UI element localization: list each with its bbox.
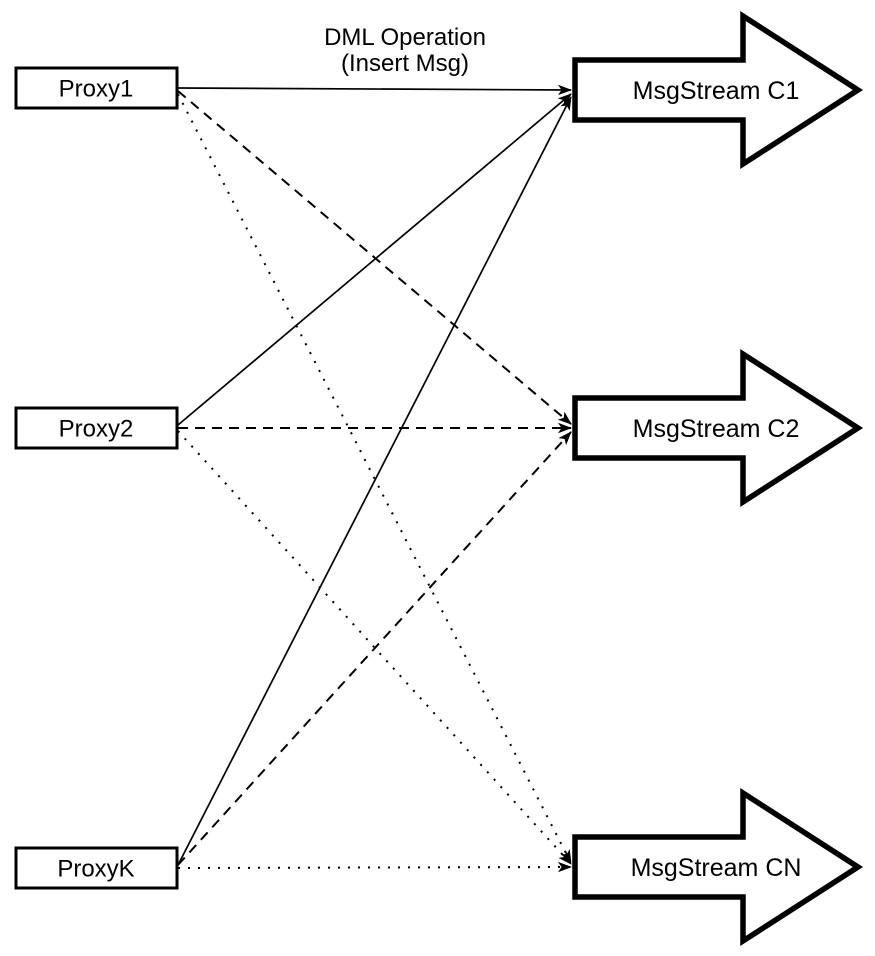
edge-proxyk-msgstream-cn bbox=[177, 861, 572, 873]
msgstream-c1-label: MsgStream C1 bbox=[633, 77, 800, 105]
msgstream-cn-arrow-shape bbox=[572, 787, 864, 947]
proxy2-box bbox=[14, 406, 179, 450]
node-proxy1: Proxy1 bbox=[14, 66, 179, 110]
edge-proxyk-msgstream-c2 bbox=[177, 431, 572, 866]
edge-proxy1-msgstream-c2 bbox=[177, 90, 572, 425]
msgstream-c1-arrow-shape bbox=[572, 10, 864, 170]
edge-annotation-line1: DML Operation bbox=[324, 24, 486, 51]
edge-proxyk-msgstream-c1 bbox=[177, 96, 572, 866]
node-proxy2: Proxy2 bbox=[14, 406, 179, 450]
proxy2-label: Proxy2 bbox=[59, 416, 134, 443]
msgstream-c2-arrow-shape bbox=[572, 348, 864, 508]
node-msgstream-c2: MsgStream C2 bbox=[572, 348, 864, 508]
proxyk-box bbox=[14, 846, 179, 890]
edge-group bbox=[177, 84, 572, 873]
node-msgstream-c1: MsgStream C1 bbox=[572, 10, 864, 170]
msgstream-cn-label: MsgStream CN bbox=[631, 854, 802, 882]
msgstream-c2-label: MsgStream C2 bbox=[633, 415, 800, 443]
proxy1-box bbox=[14, 66, 179, 110]
node-msgstream-cn: MsgStream CN bbox=[572, 787, 864, 947]
proxy1-label: Proxy1 bbox=[59, 76, 134, 103]
node-proxyk: ProxyK bbox=[14, 846, 179, 890]
edge-proxy2-msgstream-c1 bbox=[177, 93, 572, 426]
edge-proxy1-msgstream-cn bbox=[177, 93, 572, 864]
proxyk-label: ProxyK bbox=[57, 856, 134, 883]
edge-proxy1-msgstream-c1 bbox=[177, 84, 572, 96]
edge-annotation-line2: (Insert Msg) bbox=[341, 50, 469, 77]
